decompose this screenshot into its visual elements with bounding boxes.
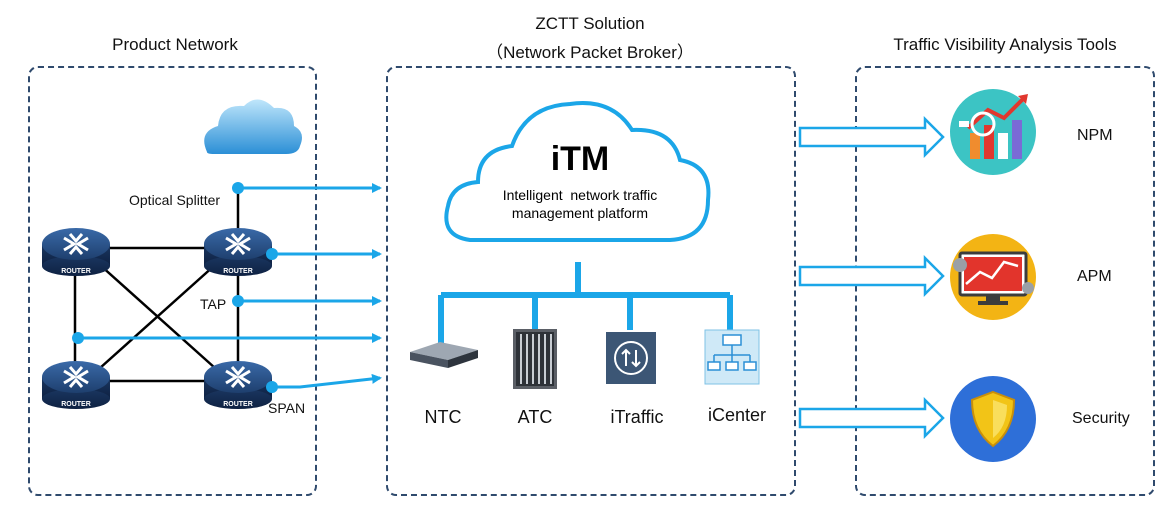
span-label: SPAN bbox=[268, 400, 306, 416]
apm-monitor-icon bbox=[950, 234, 1036, 320]
router-bottom-left: ROUTER bbox=[42, 361, 110, 409]
icenter-app-icon bbox=[704, 329, 760, 385]
itm-cloud-shape bbox=[444, 101, 711, 242]
ntc-label: NTC bbox=[424, 407, 462, 427]
optical-splitter-label: Optical Splitter bbox=[129, 192, 221, 208]
itm-subtitle-line1: Intelligent network traffic bbox=[502, 187, 658, 203]
itm-title: iTM bbox=[550, 140, 610, 178]
tap-label: TAP bbox=[200, 296, 227, 312]
svg-text:ROUTER: ROUTER bbox=[223, 401, 253, 408]
itraffic-app-icon bbox=[606, 332, 656, 384]
svg-text:ROUTER: ROUTER bbox=[61, 268, 91, 275]
svg-text:ROUTER: ROUTER bbox=[61, 401, 91, 408]
product-network-panel bbox=[28, 66, 317, 496]
product-network-title: Product Network bbox=[112, 35, 238, 54]
solution-title-line2: （Network Packet Broker） bbox=[486, 43, 694, 62]
tap-points bbox=[72, 182, 278, 393]
ntc-device-icon bbox=[410, 342, 478, 368]
solution-title-line1: ZCTT Solution bbox=[535, 14, 645, 33]
router-links bbox=[73, 190, 240, 383]
itraffic-label: iTraffic bbox=[610, 407, 664, 427]
apm-label: APM bbox=[1077, 268, 1112, 285]
atc-label: ATC bbox=[517, 407, 553, 427]
itm-tree-connector bbox=[438, 262, 733, 345]
icenter-label: iCenter bbox=[707, 405, 767, 425]
security-shield-icon bbox=[950, 376, 1036, 462]
router-bottom-right: ROUTER bbox=[204, 361, 272, 409]
tools-title: Traffic Visibility Analysis Tools bbox=[893, 35, 1117, 54]
atc-chassis-icon bbox=[513, 329, 557, 389]
capture-arrows bbox=[78, 183, 382, 389]
internet-cloud-icon bbox=[204, 99, 302, 154]
svg-text:ROUTER: ROUTER bbox=[223, 268, 253, 275]
router-top-left: ROUTER bbox=[42, 228, 110, 276]
npm-label: NPM bbox=[1077, 127, 1113, 144]
itm-subtitle-line2: management platform bbox=[511, 205, 649, 221]
npm-chart-icon bbox=[950, 89, 1036, 175]
tool-flow-arrows bbox=[798, 115, 945, 440]
router-top-right: ROUTER bbox=[204, 228, 272, 276]
security-label: Security bbox=[1072, 410, 1130, 427]
solution-panel bbox=[386, 66, 796, 496]
